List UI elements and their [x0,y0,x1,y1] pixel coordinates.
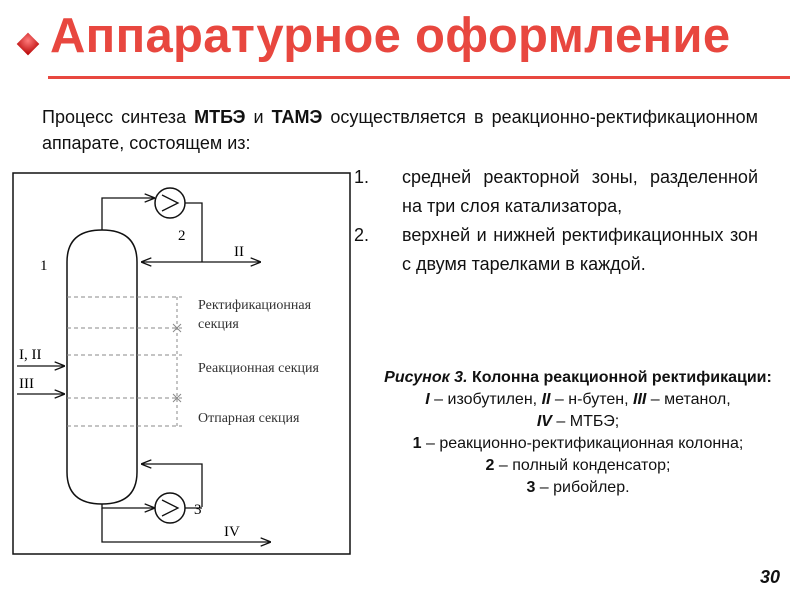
caption-text: – рибойлер. [535,479,630,496]
list-item: 1. средней реакторной зоны, разделенной н… [354,163,758,221]
bottom-product-line [101,508,270,542]
section-ticks [172,323,182,403]
component-list: 1. средней реакторной зоны, разделенной н… [354,163,758,279]
caption-legend-4: 2 – полный конденсатор; [356,455,800,477]
caption-num: 1 [412,435,422,452]
caption-title-line: Рисунок 3. Колонна реакционной ректифика… [356,367,800,389]
caption-text: – реакционно-ректификационная колонна; [421,435,744,452]
caption-text: – н-бутен, [550,391,633,408]
slide-title: Аппаратурное оформление [50,9,731,63]
title-underline [48,76,790,79]
figure-caption: Рисунок 3. Колонна реакционной ректифика… [356,367,800,499]
caption-legend-5: 3 – рибойлер. [356,477,800,499]
list-item: 2. верхней и нижней ректификационных зон … [354,221,758,279]
title-bar: Аппаратурное оформление [10,6,790,79]
caption-sym: III [633,391,647,408]
label-top-out: II [234,244,244,260]
caption-legend-3: 1 – реакционно-ректификационная колонна; [356,433,800,455]
caption-text: – метанол, [646,391,731,408]
caption-sym: II [541,391,551,408]
caption-text: – изобутилен, [429,391,542,408]
label-react-section: Реакционная секция [198,361,320,376]
intro-text-2: и [245,107,272,127]
caption-num: 2 [485,457,495,474]
caption-sym: IV [536,413,552,430]
caption-text: – МТБЭ; [551,413,620,430]
caption-legend-1: I – изобутилен, II – н-бутен, III – мета… [356,389,800,411]
label-feed1: I, II [19,347,42,363]
caption-sym: I [425,391,430,408]
caption-legend-2: IV – МТБЭ; [356,411,800,433]
label-condenser: 2 [178,228,186,244]
intro-paragraph: Процесс синтеза МТБЭ и ТАМЭ осуществляет… [42,104,758,156]
intro-text-1: Процесс синтеза [42,107,195,127]
label-strip-section: Отпарная секция [198,411,300,426]
column-diagram: 1 2 II I, II III 3 IV Ректификационная с… [12,172,351,555]
caption-fig: Рисунок 3. [384,369,468,386]
page-number: 30 [759,567,780,587]
diagram-frame [12,172,351,555]
caption-text: – полный конденсатор; [494,457,671,474]
label-reboiler: 3 [194,502,202,518]
list-text: средней реакторной зоны, разделенной на … [402,167,758,216]
list-text: верхней и нижней ректификационных зон с … [402,225,758,274]
intro-mtbe: МТБЭ [194,107,246,127]
reboiler-return [142,464,203,507]
reboiler-icon [154,492,186,524]
condenser-icon [154,187,186,219]
list-number: 2. [354,225,370,245]
section-dividers [67,296,182,427]
label-column: 1 [40,258,48,274]
column-vessel [66,229,138,505]
label-feed2: III [19,376,34,392]
caption-num: 3 [526,479,536,496]
intro-tame: ТАМЭ [271,107,323,127]
vapor-line [101,198,154,230]
label-rect-section-1: Ректификационная [198,298,312,313]
intro-text-3: осуществляется в реакционно-ректификацио… [42,107,758,153]
label-rect-section-2: секция [198,317,239,332]
label-bottom-out: IV [224,524,240,540]
list-number: 1. [354,167,370,187]
caption-title: Колонна реакционной ректификации: [467,369,772,386]
diamond-bullet-icon [16,32,40,56]
